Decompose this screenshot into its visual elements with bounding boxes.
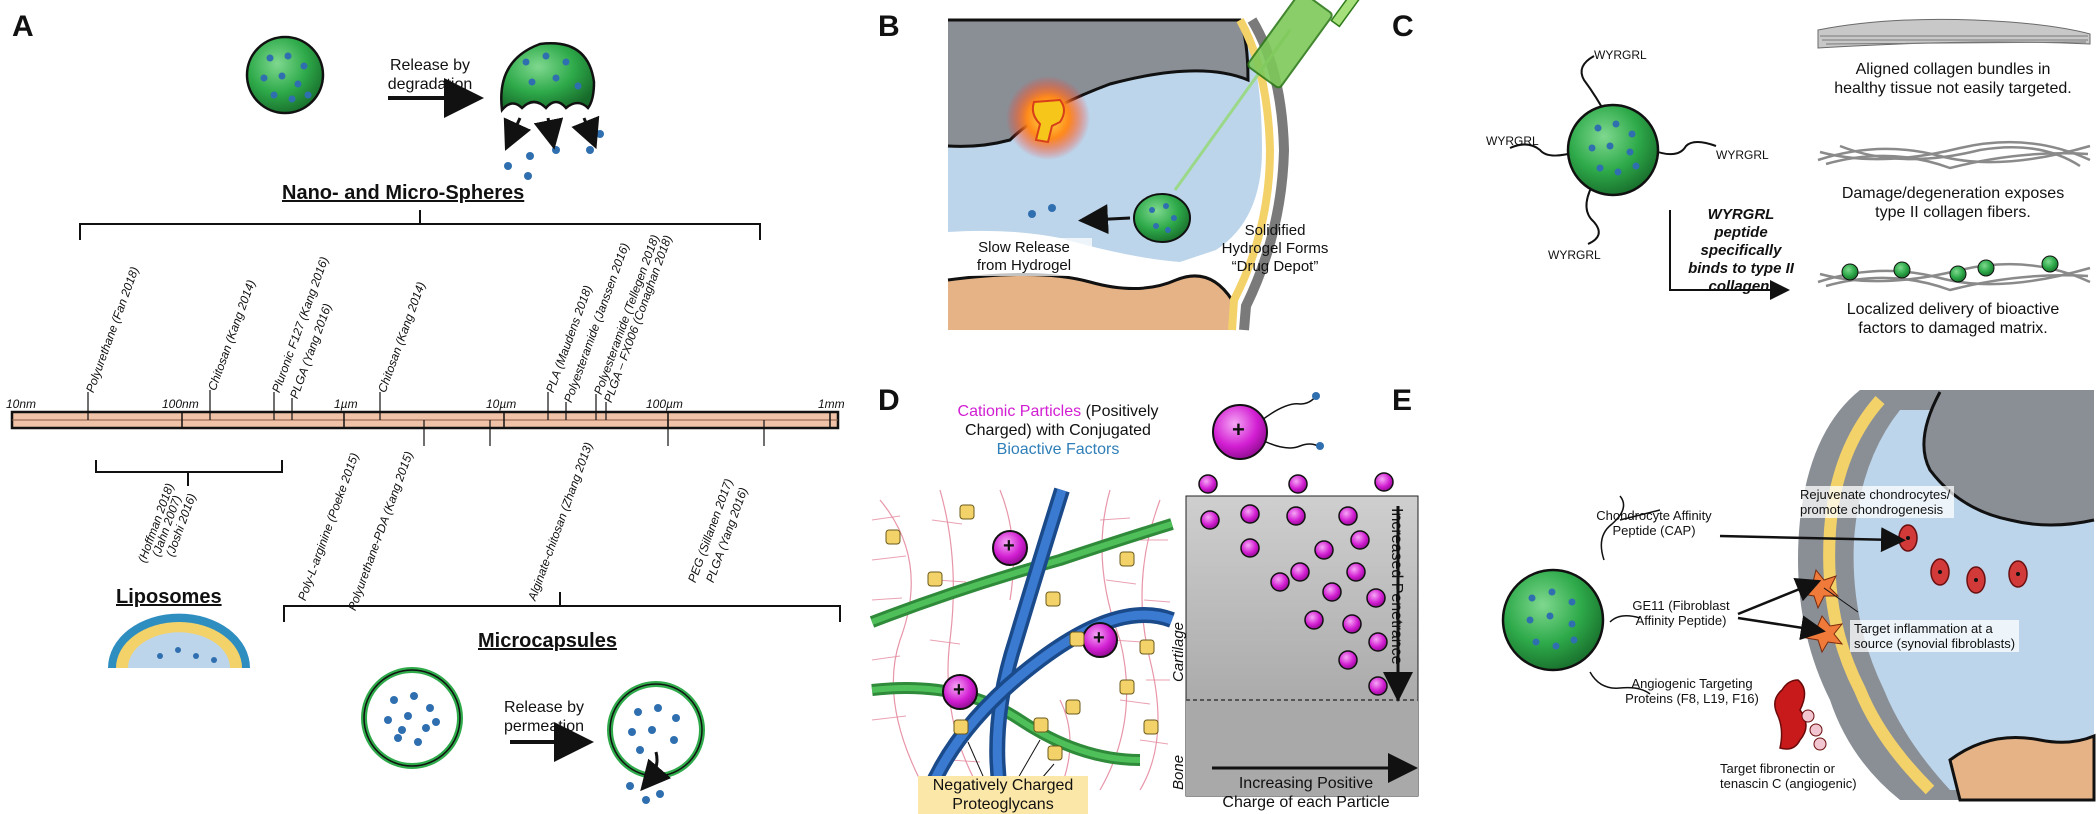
panel-label-b: B: [878, 10, 900, 43]
joint-illustration-b: [947, 0, 1368, 331]
collagen-aligned: [1817, 18, 2091, 49]
increasing-positive-label: Increasing Positive Charge of each Parti…: [1222, 775, 1390, 811]
penetrating-particles: [1198, 472, 1394, 696]
tick-10nm: 10nm: [6, 397, 37, 411]
microcapsule-releasing: [607, 681, 705, 804]
above-label-leaders: [87, 390, 607, 420]
panel-label-d: D: [878, 384, 900, 417]
drug-depot-label: Solidified Hydrogel Forms “Drug Depot”: [1221, 222, 1329, 275]
spheres-bracket: [79, 210, 761, 240]
peptide-tag-left: WYRGRL: [1486, 134, 1539, 148]
microcapsule-whole: [361, 667, 463, 769]
release-permeation-label: Release by permeation: [503, 699, 585, 735]
panel-label-e: E: [1392, 384, 1413, 417]
increased-penetrance-label: Increased Penetrance: [1388, 508, 1405, 665]
below-label-leaders: [423, 420, 765, 446]
negative-charges: [885, 504, 1159, 761]
panel-label-a: A: [12, 10, 34, 43]
tick-1um: 1µm: [334, 397, 358, 411]
arrow-c: [1669, 210, 1790, 300]
leader-inflammation: [1823, 587, 1859, 613]
targeted-sphere-c: [1509, 55, 1717, 245]
target-fibronectin-label: Target fibronectin or tenascin C (angiog…: [1716, 760, 1861, 792]
bone-label: Bone: [1170, 754, 1187, 790]
aligned-collagen-label: Aligned collagen bundles in healthy tiss…: [1834, 61, 2072, 97]
rejuvenate-label: Rejuvenate chondrocytes/ promote chondro…: [1796, 486, 1955, 518]
collagen-targeted: [1817, 255, 2091, 292]
target-inflammation-label: Target inflammation at a source (synovia…: [1850, 620, 2020, 652]
plus-symbol-2: +: [1093, 627, 1105, 649]
release-degradation-label: Release by degradation: [387, 57, 473, 93]
plus-symbol-key: +: [1232, 417, 1245, 442]
liposome-graphic: [108, 613, 250, 668]
microcapsules-title: Microcapsules: [478, 630, 617, 652]
collagen-damaged: [1817, 140, 2091, 170]
microcapsule-bracket: [283, 592, 841, 622]
damage-label: Damage/degeneration exposes type II coll…: [1841, 185, 2065, 221]
matrix-illustration-d: [869, 487, 1175, 794]
peptide-tag-top: WYRGRL: [1594, 48, 1647, 62]
localized-delivery-label: Localized delivery of bioactive factors …: [1846, 301, 2060, 337]
positive-particles-matrix: [942, 530, 1118, 710]
cartilage-label: Cartilage: [1170, 621, 1187, 682]
negatively-charged-label: Negatively Charged Proteoglycans: [918, 776, 1088, 814]
slow-release-label: Slow Release from Hydrogel: [956, 238, 1092, 276]
angiogenic-label: Angiogenic Targeting Proteins (F8, L19, …: [1625, 676, 1759, 706]
nanosphere-whole: [245, 35, 325, 115]
liposomes-title: Liposomes: [116, 586, 222, 608]
targeted-sphere-e: [1501, 495, 1661, 695]
nanosphere-degraded: [500, 42, 604, 180]
tick-10um: 10µm: [486, 397, 517, 411]
plus-symbol-1: +: [1003, 535, 1015, 557]
tick-100nm: 100nm: [162, 397, 199, 411]
peptide-tag-bottom: WYRGRL: [1548, 248, 1601, 262]
arrows-e: [1719, 527, 1906, 641]
liposome-bracket: [95, 460, 283, 486]
peptide-tag-right: WYRGRL: [1716, 148, 1769, 162]
spheres-title: Nano- and Micro-Spheres: [282, 182, 525, 204]
tick-100um: 100µm: [646, 397, 683, 411]
peptide-description: WYRGRL peptide specifically binds to typ…: [1688, 206, 1794, 295]
tick-1mm: 1mm: [818, 397, 845, 411]
cap-label: Chondrocyte Affinity Peptide (CAP): [1596, 508, 1712, 538]
cationic-particle-key: [1212, 392, 1324, 460]
panel-label-c: C: [1392, 10, 1414, 43]
cationic-label: Cationic Particles (Positively Charged) …: [957, 403, 1159, 458]
ge11-label: GE11 (Fibroblast Affinity Peptide): [1632, 598, 1730, 628]
plus-symbol-3: +: [953, 679, 965, 701]
joint-illustration-e: [1774, 390, 2096, 802]
